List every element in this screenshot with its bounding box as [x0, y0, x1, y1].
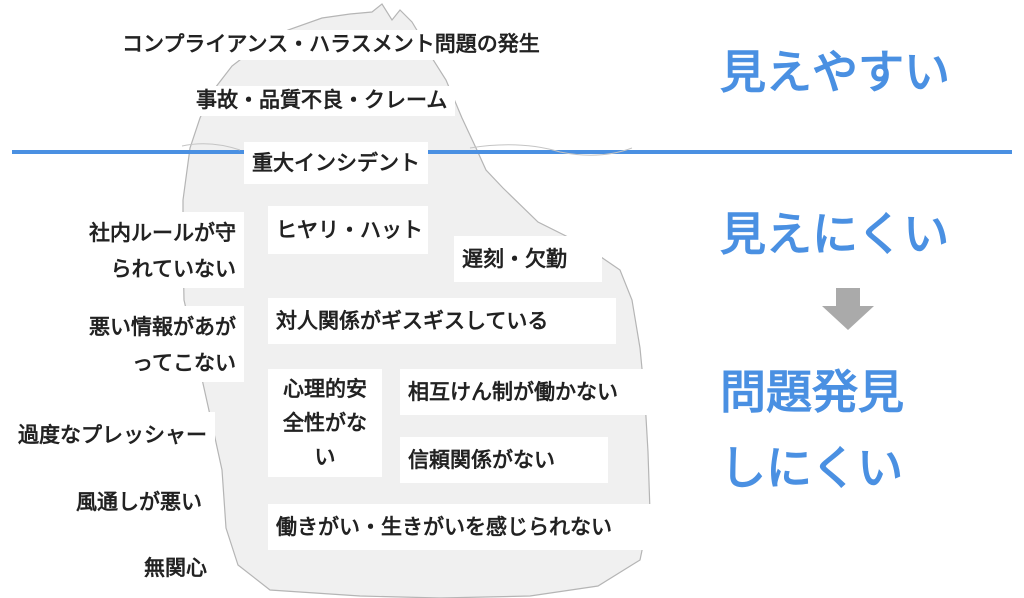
label-hatarakigai: 働きがい・生きがいを感じられない [268, 504, 662, 550]
label-kazetooshi: 風通しが悪い [68, 480, 210, 524]
label-warui-jouhou: 悪い情報があがってこない [62, 306, 244, 382]
label-serious-incident: 重大インシデント [244, 142, 428, 184]
label-shinikui: しにくい [720, 441, 904, 495]
label-pressure: 過度なプレッシャー [10, 412, 215, 458]
label-shinriteki-anzensei: 心理的安全性がない [268, 369, 382, 477]
label-shanai-rule: 社内ルールが守られていない [62, 212, 244, 288]
label-sougo-kensei: 相互けん制が働かない [400, 369, 676, 415]
label-chikoku-kekkin: 遅刻・欠勤 [454, 236, 602, 282]
arrow-down-icon [822, 288, 874, 330]
label-hiyari-hatto: ヒヤリ・ハット [268, 206, 428, 254]
label-shinrai-kankei: 信頼関係がない [400, 437, 608, 483]
label-mienikui: 見えにくい [720, 207, 950, 261]
label-mondai-hakken: 問題発見 [720, 365, 904, 419]
label-taijin-kankei: 対人関係がギスギスしている [268, 298, 616, 344]
label-compliance-harassment: コンプライアンス・ハラスメント問題の発生 [114, 30, 548, 60]
label-mieyasui: 見えやすい [720, 45, 950, 99]
water-ripple [181, 143, 633, 156]
label-mukanshin: 無関心 [136, 546, 215, 590]
label-accident-quality: 事故・品質不良・クレーム [188, 86, 456, 116]
